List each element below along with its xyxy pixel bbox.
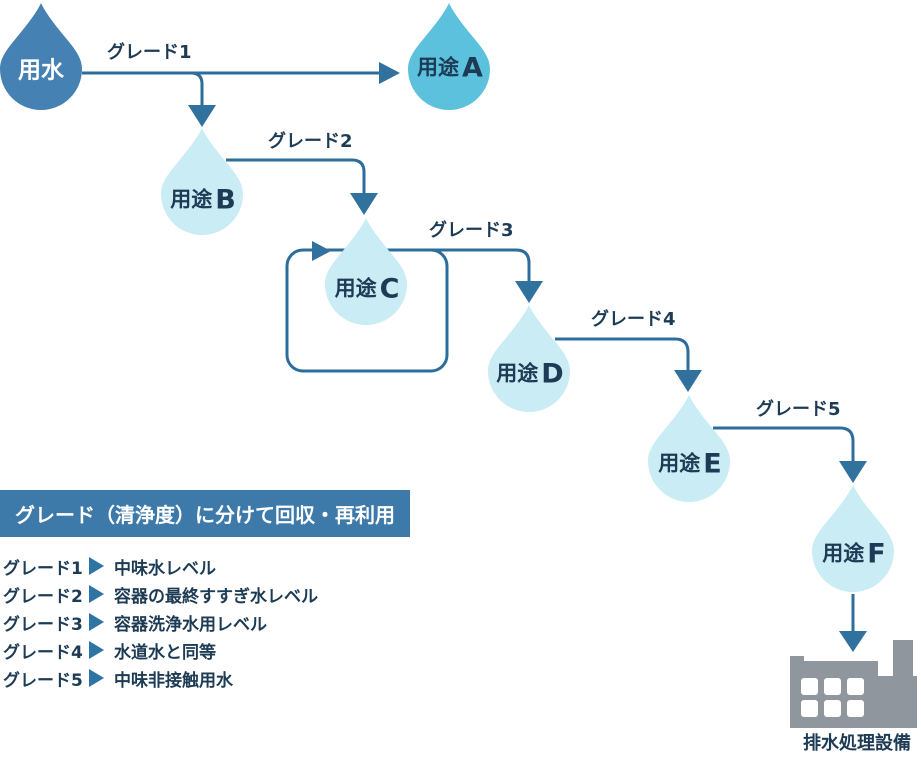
legend-bullet-icon [89,585,104,603]
legend-row-grade4: グレード4 水道水と同等 [3,636,318,664]
legend-grade5-label: グレード5 [3,670,83,691]
flow-line-grade3 [398,248,531,282]
usage-b-letter: B [215,184,236,216]
usage-b-kanji: 用途 [170,187,213,212]
legend-grade2-desc: 容器の最終すすぎ水レベル [114,586,318,607]
usage-b-drop-icon [161,128,243,236]
grade2-arrow-label: グレード2 [268,131,353,152]
grade5-arrow-label: グレード5 [756,399,841,420]
usage-d-kanji: 用途 [496,361,539,386]
usage-e-letter: E [703,448,722,480]
legend-row-grade2: グレード2 容器の最終すすぎ水レベル [3,580,318,608]
legend-row-grade5: グレード5 中味非接触用水 [3,664,318,692]
legend-bullet-icon [89,557,104,575]
legend-row-grade3: グレード3 容器洗浄水用レベル [3,608,318,636]
legend-grade3-desc: 容器洗浄水用レベル [114,614,267,635]
arrow-head-into-a-icon [379,62,400,84]
usage-f-kanji: 用途 [822,541,865,566]
arrow-head-into-d-icon [515,281,543,303]
arrow-head-into-c-icon [350,193,378,215]
usage-a-letter: A [462,52,483,84]
legend-bullet-icon [89,669,104,687]
arrow-head-into-e-icon [674,370,702,392]
legend-grade4-label: グレード4 [3,642,83,663]
legend-title: グレード（清浄度）に分けて回収・再利用 [0,490,410,537]
usage-c-kanji: 用途 [334,276,377,301]
flow-line-grade4 [555,337,690,371]
arrow-head-into-facility-icon [839,631,867,652]
legend-row-grade1: グレード1 中味水レベル [3,552,318,580]
legend-grade5-desc: 中味非接触用水 [114,670,233,691]
usage-c-letter: C [379,273,400,305]
usage-a-kanji: 用途 [417,55,460,80]
flow-branch-to-b [190,71,204,107]
legend-bullet-icon [89,613,104,631]
legend-grade4-desc: 水道水と同等 [114,642,216,663]
legend-grade3-label: グレード3 [3,614,83,635]
reuse-loop-arrow-icon [312,241,331,261]
legend-bullet-icon [89,641,104,659]
flow-line-grade5 [713,426,855,462]
source-drop-icon [0,3,82,111]
facility-label: 排水処理設備 [803,733,911,754]
treatment-facility-icon [790,640,917,728]
flow-line-grade2 [226,158,366,194]
grade1-arrow-label: グレード1 [107,42,192,63]
usage-e-kanji: 用途 [658,451,701,476]
source-label: 用水 [18,57,64,84]
legend-grade1-label: グレード1 [3,558,83,579]
grade3-arrow-label: グレード3 [429,220,514,241]
legend-items: グレード1 中味水レベル グレード2 容器の最終すすぎ水レベル グレード3 容器… [3,552,318,692]
legend-grade1-desc: 中味水レベル [114,558,216,579]
usage-c-drop-icon [325,218,407,326]
legend-grade2-label: グレード2 [3,586,83,607]
usage-d-letter: D [541,358,564,390]
arrow-head-into-b-icon [188,105,216,127]
grade4-arrow-label: グレード4 [591,309,676,330]
usage-f-letter: F [867,538,886,570]
arrow-head-into-f-icon [839,461,867,483]
